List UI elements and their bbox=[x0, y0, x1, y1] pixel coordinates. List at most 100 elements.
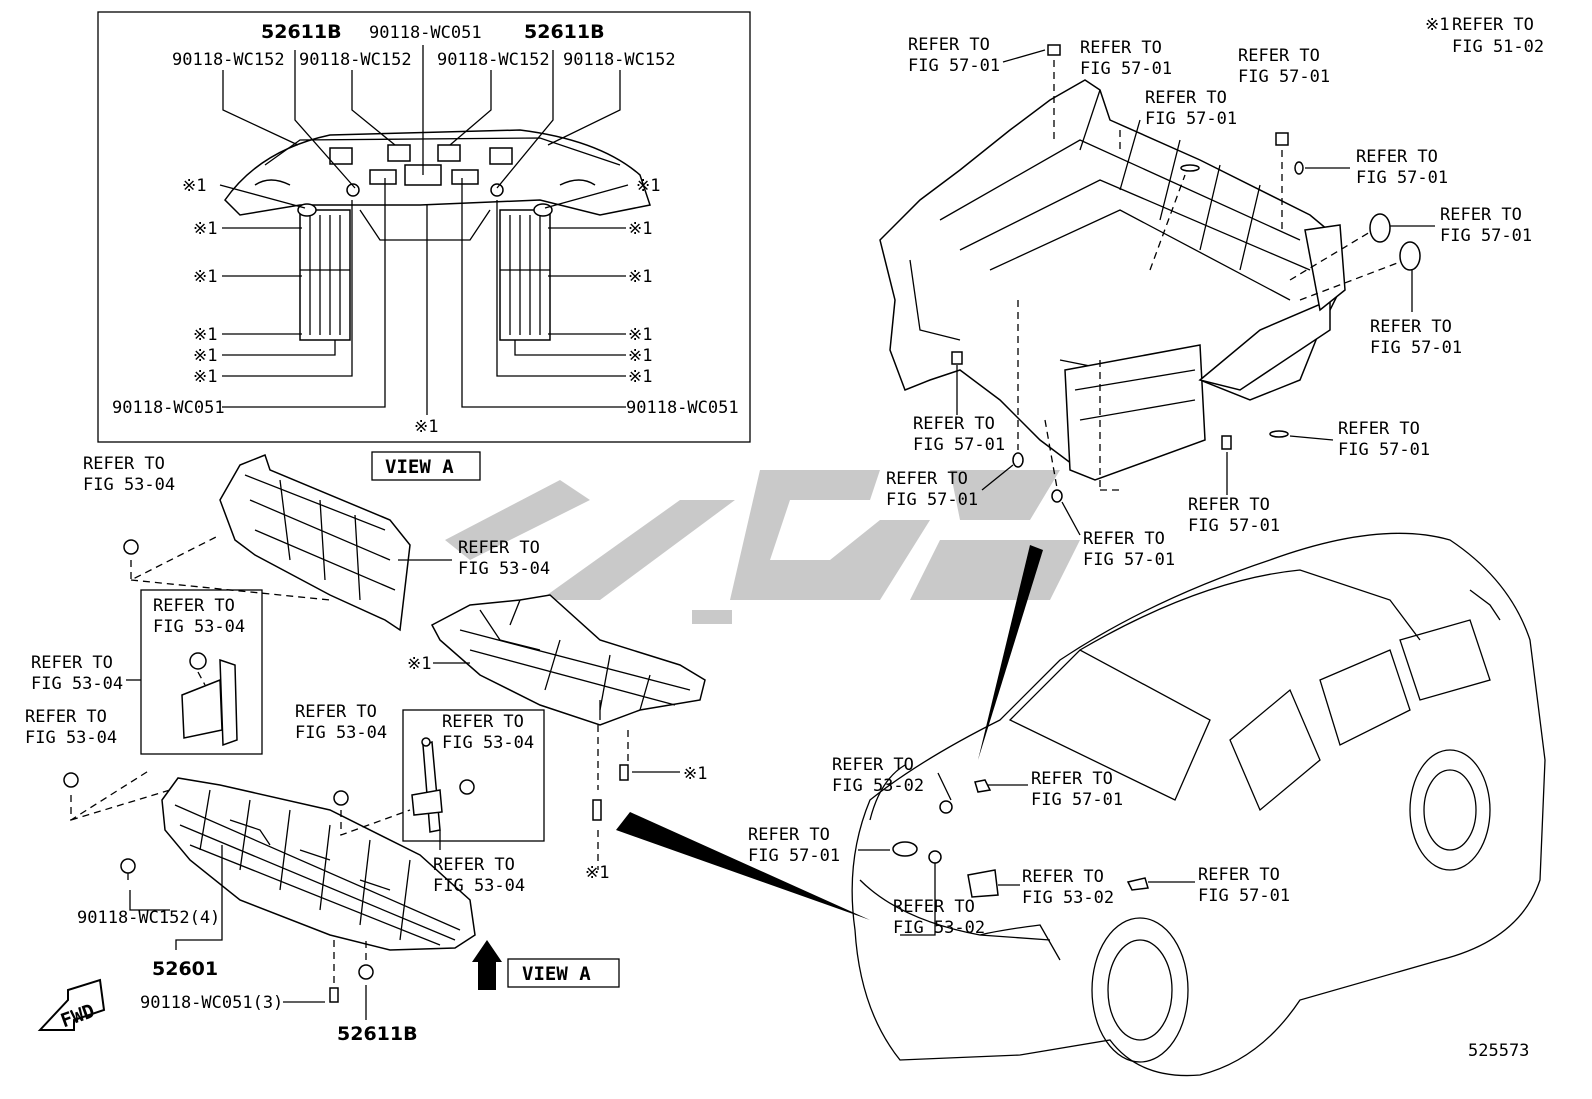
vehicle-outline bbox=[851, 532, 1546, 1077]
refer-fig: FIG 57-01 bbox=[1356, 168, 1448, 188]
bracket-detail-box bbox=[140, 589, 263, 755]
refer-labels: ※1 REFER TO FIG 51-02 REFER TO FIG 57-01… bbox=[25, 15, 1544, 1061]
part-52601: 52601 bbox=[152, 958, 218, 980]
part-wc051-qty: 90118-WC051(3) bbox=[140, 993, 283, 1013]
inset-mark-right: ※1 bbox=[636, 176, 660, 196]
refer-label: REFER TO bbox=[1370, 317, 1452, 337]
refer-fig: FIG 57-01 bbox=[1440, 226, 1532, 246]
pointer-wedge-upper bbox=[978, 545, 1043, 760]
refer-label: REFER TO bbox=[1188, 495, 1270, 515]
refer-fig: FIG 53-04 bbox=[433, 876, 525, 896]
view-a-box-bottom bbox=[507, 958, 620, 988]
refer-label: REFER TO bbox=[1238, 46, 1320, 66]
inset-mark-left: ※1 bbox=[182, 176, 206, 196]
refer-label: REFER TO bbox=[31, 653, 113, 673]
inset-mark-left: ※1 bbox=[193, 219, 217, 239]
note-fig: FIG 51-02 bbox=[1452, 37, 1544, 57]
inset-support-drawing bbox=[224, 129, 651, 341]
refer-fig: FIG 57-01 bbox=[908, 56, 1000, 76]
refer-label: REFER TO bbox=[913, 414, 995, 434]
refer-fig: FIG 53-04 bbox=[25, 728, 117, 748]
refer-fig: FIG 53-02 bbox=[1022, 888, 1114, 908]
refer-label: REFER TO bbox=[25, 707, 107, 727]
clip-protector bbox=[333, 790, 349, 806]
clip-wc152 bbox=[120, 858, 136, 874]
inset-callout-wc152-4: 90118-WC152 bbox=[563, 50, 676, 70]
refer-fig: FIG 53-04 bbox=[31, 674, 123, 694]
clip-52611b bbox=[358, 964, 374, 980]
refer-label: REFER TO bbox=[893, 897, 975, 917]
inset-mark-left: ※1 bbox=[193, 346, 217, 366]
part-wc152-qty: 90118-WC152(4) bbox=[77, 908, 220, 928]
inset-callout-wc152-1: 90118-WC152 bbox=[172, 50, 285, 70]
refer-fig: FIG 57-01 bbox=[1080, 59, 1172, 79]
refer-label: REFER TO bbox=[1440, 205, 1522, 225]
refer-fig: FIG 53-02 bbox=[893, 918, 985, 938]
bracket-part-2 bbox=[411, 737, 475, 833]
refer-label: REFER TO bbox=[1356, 147, 1438, 167]
refer-label: REFER TO bbox=[83, 454, 165, 474]
view-a-inset-frame bbox=[97, 11, 751, 443]
refer-label: REFER TO bbox=[1145, 88, 1227, 108]
inset-leader-lines bbox=[219, 45, 629, 415]
refer-fig: FIG 57-01 bbox=[1031, 790, 1123, 810]
note-refer-to: REFER TO bbox=[1452, 15, 1534, 35]
front-body-structure bbox=[879, 44, 1421, 503]
refer-label: REFER TO bbox=[1022, 867, 1104, 887]
view-a-arrow bbox=[472, 940, 502, 990]
refer-fig: FIG 57-01 bbox=[1188, 516, 1280, 536]
mark-bolt-right: ※1 bbox=[683, 764, 707, 784]
refer-fig: FIG 57-01 bbox=[1238, 67, 1330, 87]
refer-label: REFER TO bbox=[1338, 419, 1420, 439]
inset-callout-wc051-top: 90118-WC051 bbox=[369, 23, 482, 43]
refer-fig: FIG 53-04 bbox=[295, 723, 387, 743]
refer-fig: FIG 53-02 bbox=[832, 776, 924, 796]
bolt-mark-2 bbox=[619, 764, 629, 781]
refer-fig: FIG 53-04 bbox=[458, 559, 550, 579]
inset-mark-right: ※1 bbox=[628, 367, 652, 387]
mark-bolt-lower: ※1 bbox=[585, 863, 609, 883]
bolt-mark bbox=[592, 799, 602, 821]
inset-callout-wc051-right: 90118-WC051 bbox=[626, 398, 739, 418]
inset-mark-left: ※1 bbox=[193, 325, 217, 345]
refer-fig: FIG 57-01 bbox=[913, 435, 1005, 455]
inset-mark-bottom: ※1 bbox=[414, 417, 438, 437]
refer-fig: FIG 57-01 bbox=[1083, 550, 1175, 570]
view-a-box-top bbox=[371, 451, 481, 481]
inset-mark-right: ※1 bbox=[628, 219, 652, 239]
refer-fig: FIG 57-01 bbox=[1145, 109, 1237, 129]
refer-label: REFER TO bbox=[442, 712, 524, 732]
view-a-label-bottom: VIEW A bbox=[522, 963, 591, 985]
clip-left bbox=[63, 772, 79, 788]
refer-label: REFER TO bbox=[153, 596, 235, 616]
inset-callout-wc152-3: 90118-WC152 bbox=[437, 50, 550, 70]
view-a-label-top: VIEW A bbox=[385, 456, 454, 478]
inset-callout-52611b-left: 52611B bbox=[261, 21, 342, 43]
inset-callout-wc152-2: 90118-WC152 bbox=[299, 50, 412, 70]
inset-mark-right: ※1 bbox=[628, 267, 652, 287]
refer-label: REFER TO bbox=[1031, 769, 1113, 789]
fwd-arrow-icon: FWD bbox=[37, 978, 106, 1032]
refer-fig: FIG 57-01 bbox=[886, 490, 978, 510]
inset-mark-left: ※1 bbox=[193, 367, 217, 387]
refer-label: REFER TO bbox=[908, 35, 990, 55]
inset-mark-left: ※1 bbox=[193, 267, 217, 287]
refer-fig: FIG 53-04 bbox=[83, 475, 175, 495]
refer-label: REFER TO bbox=[1083, 529, 1165, 549]
refer-fig: FIG 57-01 bbox=[748, 846, 840, 866]
inset-mark-right: ※1 bbox=[628, 346, 652, 366]
refer-label: REFER TO bbox=[748, 825, 830, 845]
refer-label: REFER TO bbox=[1080, 38, 1162, 58]
refer-fig: FIG 57-01 bbox=[1198, 886, 1290, 906]
refer-fig: FIG 57-01 bbox=[1370, 338, 1462, 358]
pointer-wedge-lower bbox=[616, 812, 870, 920]
refer-label: REFER TO bbox=[832, 755, 914, 775]
part-52611b: 52611B bbox=[337, 1023, 418, 1045]
refer-label: REFER TO bbox=[295, 702, 377, 722]
refer-fig: FIG 53-04 bbox=[442, 733, 534, 753]
diagram-id: 525573 bbox=[1468, 1041, 1529, 1061]
mark-under-cover: ※1 bbox=[407, 654, 431, 674]
note-mark: ※1 bbox=[1425, 15, 1449, 35]
refer-label: REFER TO bbox=[1198, 865, 1280, 885]
